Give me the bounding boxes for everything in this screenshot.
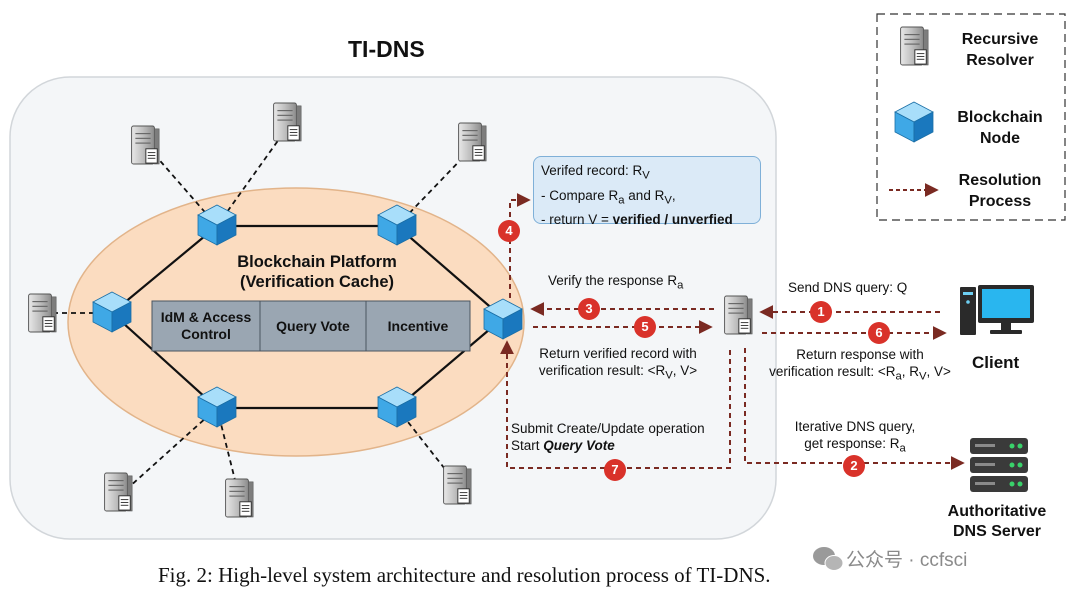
module-query-vote: Query Vote [276,317,350,334]
submit-italic: Query Vote [543,438,615,453]
note-line3-prefix: - return V = [541,212,613,228]
submit-line1: Submit Create/Update operation [511,421,705,436]
step-badge-3: 3 [578,298,600,320]
step-badge-1: 1 [810,301,832,323]
resolver-icon [28,293,57,333]
legend-resolver-label: Recursive Resolver [950,29,1050,71]
return-verified-end: , V> [672,363,698,378]
client-computer-icon [960,285,1034,335]
return-verified-label: Return verified record with verification… [520,345,716,385]
legend-process-line1: Resolution [958,172,1042,189]
legend-node-label: Blockchain Node [950,107,1050,149]
iterative-sub: a [899,442,906,455]
send-query-label: Send DNS query: Q [788,280,908,295]
note-line2-mid: and R [624,187,665,203]
return-verified-line2: verification result: <R [538,363,666,378]
verify-label: Verify the response Ra [548,272,683,295]
legend-resolver-line1: Recursive [961,31,1039,48]
iterative-label: Iterative DNS query, get response: Ra [780,418,930,458]
platform-title-line1: Blockchain Platform [237,253,397,271]
return-response-line2: verification result: <R [769,364,896,379]
note-line1: Verifed record: R [541,163,643,178]
return-response-label: Return response with verification result… [755,346,965,386]
note-line2-end: , [671,187,676,203]
step-badge-2: 2 [843,455,865,477]
verify-text: Verify the response R [548,273,678,288]
watermark-text: 公众号 · ccfsci [846,550,968,571]
resolver-icon [104,472,133,512]
step-badge-4: 4 [498,220,520,242]
main-resolver-icon [724,295,753,335]
module-bar [151,300,471,352]
auth-server-line2: DNS Server [952,523,1042,540]
iterative-line1: Iterative DNS query, [794,419,916,434]
legend-node-line1: Blockchain [957,109,1043,126]
note-line2-sub-v: V [664,194,672,207]
resolver-icon [131,125,160,165]
step-badge-5: 5 [634,316,656,338]
step-badge-6: 6 [868,322,890,344]
return-verified-sub: V [665,369,673,382]
legend-node-line2: Node [980,130,1020,147]
auth-server-label: Authoritative DNS Server [932,502,1062,542]
return-response-sub-v: V [919,370,927,383]
blockchain-links [111,224,504,410]
resolver-icon [443,465,472,505]
iterative-line2: get response: R [804,436,900,451]
note-line2: - Compare R [541,187,619,203]
figure-caption: Fig. 2: High-level system architecture a… [158,563,771,587]
wechat-icon [813,547,844,571]
resolver-icon [225,478,254,518]
auth-server-line1: Authoritative [947,503,1047,520]
verify-sub: a [677,279,684,292]
diagram-title: TI-DNS [348,36,425,62]
resolver-icon [273,102,302,142]
verification-note: Verifed record: RV - Compare Ra and RV, … [533,156,761,228]
client-label: Client [972,353,1020,372]
return-response-line1: Return response with [796,347,924,362]
legend-process-line2: Process [968,193,1032,210]
legend-resolver-line2: Resolver [966,52,1034,69]
module-incentive: Incentive [387,317,449,334]
return-response-mid: , R [901,364,920,379]
resolver-icon [458,122,487,162]
legend-resolver-icon [900,26,929,66]
authoritative-server-icon [970,438,1028,492]
module-idm: IdM & Access Control [160,309,252,342]
return-response-end: , V> [926,364,951,379]
step-badge-7: 7 [604,459,626,481]
legend-process-label: Resolution Process [950,170,1050,212]
return-response-sub-a: a [895,370,902,383]
platform-title-line2: (Verification Cache) [239,273,395,291]
note-line1-sub: V [642,169,650,182]
submit-label: Submit Create/Update operation Start Que… [511,420,705,454]
note-line2-sub-a: a [618,194,625,207]
submit-prefix: Start [511,438,544,453]
return-verified-line1: Return verified record with [539,346,697,361]
note-line3-bold: verified / unverfied [612,212,733,228]
platform-title: Blockchain Platform (Verification Cache) [207,252,427,292]
